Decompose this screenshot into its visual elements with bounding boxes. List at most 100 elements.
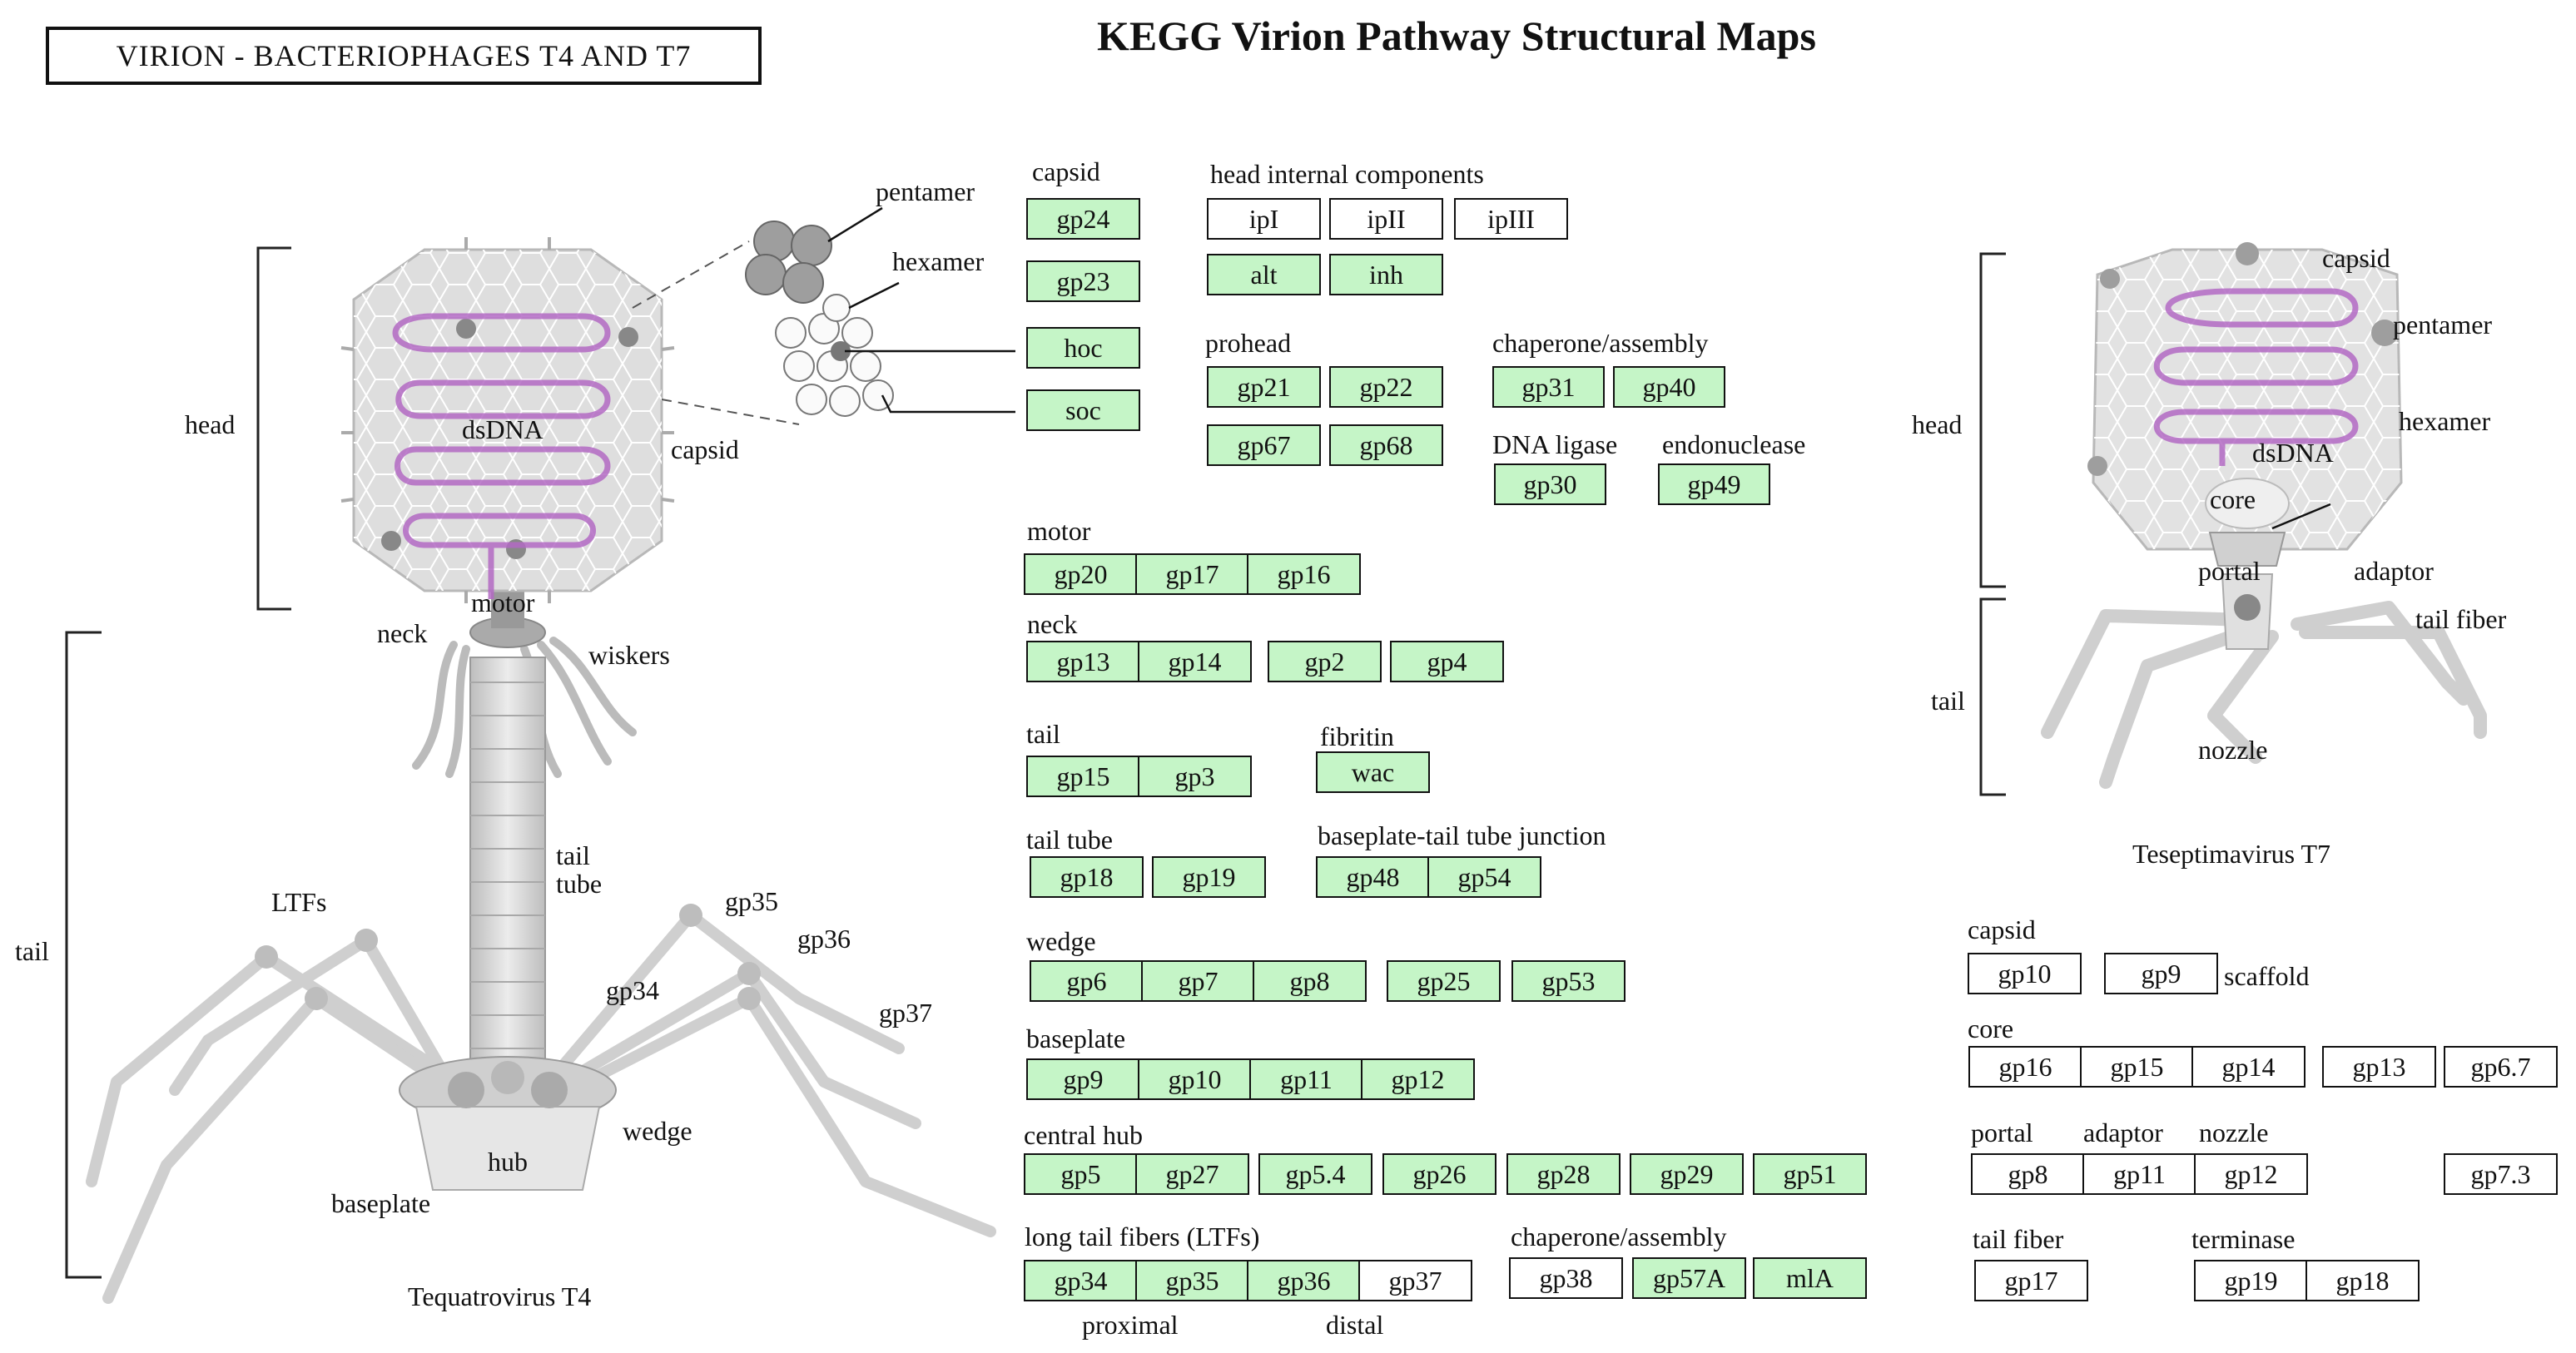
gene-gp20[interactable]: gp20 — [1024, 553, 1138, 595]
gene-gp35[interactable]: gp35 — [1135, 1260, 1249, 1301]
t4-chaperone2-group: chaperone/assembly — [1511, 1222, 1727, 1251]
gene-gp54[interactable]: gp54 — [1427, 856, 1541, 898]
gene-gp19[interactable]: gp19 — [1152, 856, 1266, 898]
t4-neck-group: neck — [1027, 609, 1078, 639]
gene-gp31[interactable]: gp31 — [1492, 366, 1605, 408]
gene-ipIII[interactable]: ipIII — [1454, 198, 1568, 240]
gene-gp2[interactable]: gp2 — [1268, 641, 1382, 682]
gene-gp24[interactable]: gp24 — [1026, 198, 1140, 240]
gene-gp37[interactable]: gp37 — [1358, 1260, 1472, 1301]
virion-title-box: VIRION - BACTERIOPHAGES T4 AND T7 — [46, 27, 762, 85]
gene-gp23[interactable]: gp23 — [1026, 260, 1140, 302]
gene-gp12[interactable]: gp12 — [1361, 1058, 1475, 1100]
t4-phage-illustration — [65, 206, 1015, 1304]
gene-gp57A[interactable]: gp57A — [1632, 1257, 1746, 1299]
t7-gene-gp16[interactable]: gp16 — [1968, 1046, 2082, 1088]
gene-gp51[interactable]: gp51 — [1753, 1153, 1867, 1195]
t7-gene-gp19[interactable]: gp19 — [2194, 1260, 2308, 1301]
gene-gp29[interactable]: gp29 — [1630, 1153, 1744, 1195]
t7-dsdna-coil — [2153, 288, 2359, 466]
gene-gp53[interactable]: gp53 — [1511, 960, 1626, 1002]
gene-gp28[interactable]: gp28 — [1506, 1153, 1621, 1195]
t7-gene-gp8[interactable]: gp8 — [1971, 1153, 2085, 1195]
t7-gene-gp18[interactable]: gp18 — [2305, 1260, 2420, 1301]
gene-wac[interactable]: wac — [1316, 751, 1430, 793]
t7-tail-fiber-group: tail fiber — [1973, 1224, 2064, 1254]
gene-gp22[interactable]: gp22 — [1329, 366, 1443, 408]
t7-gene-gp10[interactable]: gp10 — [1968, 953, 2082, 994]
gene-ipI[interactable]: ipI — [1207, 198, 1321, 240]
gene-gp8[interactable]: gp8 — [1253, 960, 1367, 1002]
t7-nozzle-label: nozzle — [2198, 735, 2268, 765]
t7-nozzle-group: nozzle — [2199, 1118, 2269, 1147]
gene-gp49[interactable]: gp49 — [1658, 463, 1770, 505]
t7-gene-gp9[interactable]: gp9 — [2104, 953, 2218, 994]
t4-gp35-label: gp35 — [725, 886, 778, 916]
t4-distal-label: distal — [1326, 1310, 1384, 1340]
t7-gene-gp13[interactable]: gp13 — [2322, 1046, 2436, 1088]
gene-gp67[interactable]: gp67 — [1207, 424, 1321, 466]
t7-gene-gp7.3[interactable]: gp7.3 — [2444, 1153, 2558, 1195]
t7-gene-gp14[interactable]: gp14 — [2191, 1046, 2305, 1088]
t7-pentamer-label: pentamer — [2393, 310, 2493, 339]
gene-gp68[interactable]: gp68 — [1329, 424, 1443, 466]
gene-gp30[interactable]: gp30 — [1494, 463, 1606, 505]
gene-gp16[interactable]: gp16 — [1247, 553, 1361, 595]
fiber-joints — [255, 904, 761, 1010]
gene-gp11[interactable]: gp11 — [1249, 1058, 1363, 1100]
t4-wiskers-label: wiskers — [588, 640, 670, 670]
t4-head-label: head — [185, 409, 236, 439]
gene-gp15[interactable]: gp15 — [1026, 756, 1140, 797]
gene-gp21[interactable]: gp21 — [1207, 366, 1321, 408]
gene-gp13[interactable]: gp13 — [1026, 641, 1140, 682]
t7-head-label: head — [1912, 409, 1963, 439]
t4-wedge-label: wedge — [623, 1116, 692, 1146]
gene-gp6[interactable]: gp6 — [1030, 960, 1144, 1002]
t7-gene-gp12[interactable]: gp12 — [2194, 1153, 2308, 1195]
gene-gp27[interactable]: gp27 — [1135, 1153, 1249, 1195]
t7-gene-gp15[interactable]: gp15 — [2080, 1046, 2194, 1088]
gene-alt[interactable]: alt — [1207, 254, 1321, 295]
gene-gp26[interactable]: gp26 — [1382, 1153, 1496, 1195]
gene-hoc[interactable]: hoc — [1026, 327, 1140, 369]
t4-endonuclease-group: endonuclease — [1662, 429, 1806, 459]
gene-gp40[interactable]: gp40 — [1613, 366, 1725, 408]
gene-gp9[interactable]: gp9 — [1026, 1058, 1140, 1100]
t7-tail-bracket — [1979, 597, 2006, 796]
t7-portal — [2208, 532, 2286, 567]
gene-gp10[interactable]: gp10 — [1138, 1058, 1252, 1100]
gene-gp17[interactable]: gp17 — [1135, 553, 1249, 595]
gene-soc[interactable]: soc — [1026, 389, 1140, 431]
gene-gp25[interactable]: gp25 — [1387, 960, 1501, 1002]
gene-gp5[interactable]: gp5 — [1024, 1153, 1138, 1195]
t4-head-internal-group: head internal components — [1210, 159, 1484, 189]
page-title: KEGG Virion Pathway Structural Maps — [1097, 12, 1816, 59]
gene-gp4[interactable]: gp4 — [1390, 641, 1504, 682]
t4-dsdna-coil — [392, 313, 611, 599]
gene-gp48[interactable]: gp48 — [1316, 856, 1430, 898]
gene-mlA[interactable]: mlA — [1753, 1257, 1867, 1299]
gene-inh[interactable]: inh — [1329, 254, 1443, 295]
t7-gene-gp11[interactable]: gp11 — [2082, 1153, 2196, 1195]
t4-wedge-group: wedge — [1026, 926, 1096, 956]
t7-gene-gp17[interactable]: gp17 — [1974, 1260, 2088, 1301]
gene-ipII[interactable]: ipII — [1329, 198, 1443, 240]
t4-tail-tube-group: tail tube — [1026, 825, 1113, 855]
gene-gp34[interactable]: gp34 — [1024, 1260, 1138, 1301]
gene-gp14[interactable]: gp14 — [1138, 641, 1252, 682]
t4-tail-label: tail — [15, 936, 49, 966]
gene-gp18[interactable]: gp18 — [1030, 856, 1144, 898]
t7-gene-gp6.7[interactable]: gp6.7 — [2444, 1046, 2558, 1088]
t4-baseplate-label: baseplate — [331, 1188, 431, 1218]
gene-gp38[interactable]: gp38 — [1509, 1257, 1623, 1299]
t4-gp36-label: gp36 — [797, 924, 851, 954]
gene-gp36[interactable]: gp36 — [1247, 1260, 1361, 1301]
t4-motor-group: motor — [1027, 516, 1091, 546]
gene-gp7[interactable]: gp7 — [1141, 960, 1255, 1002]
t4-junction-group: baseplate-tail tube junction — [1318, 820, 1606, 850]
gene-gp3[interactable]: gp3 — [1138, 756, 1252, 797]
t4-central-hub-group: central hub — [1024, 1120, 1144, 1150]
t4-ltfs-group: long tail fibers (LTFs) — [1025, 1222, 1260, 1251]
gene-gp5.4[interactable]: gp5.4 — [1258, 1153, 1372, 1195]
